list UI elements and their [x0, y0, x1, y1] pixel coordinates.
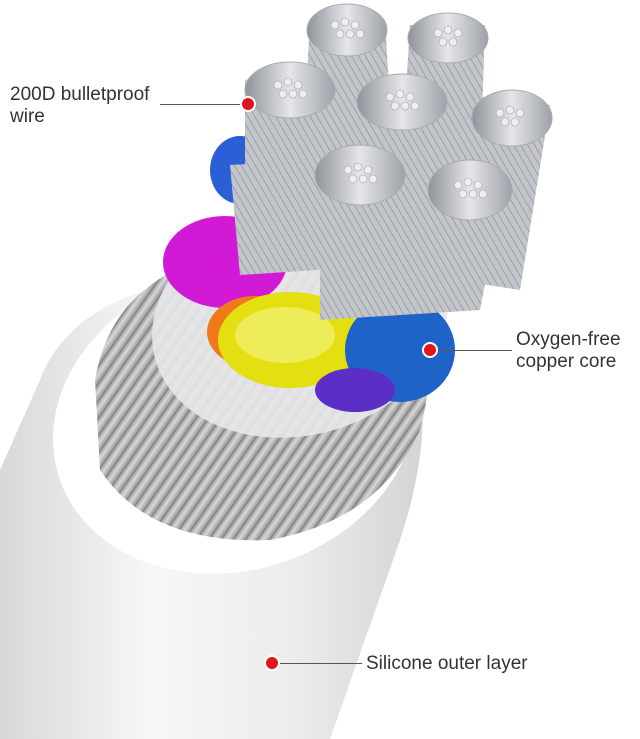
strand-wire-ends: [273, 17, 525, 199]
marker-bulletproof-wire: [240, 96, 256, 112]
purple-insulation: [315, 368, 395, 412]
callout-copper-core-label: Oxygen-free copper core: [516, 329, 621, 372]
leader-line-copper-core: [432, 350, 512, 351]
yellow-insulation-highlight: [235, 307, 335, 363]
callout-bulletproof-wire-label: 200D bulletproof wire: [10, 84, 150, 127]
leader-line-bulletproof-wire: [160, 104, 244, 105]
callout-outer-layer-label: Silicone outer layer: [366, 653, 528, 674]
marker-copper-core: [422, 342, 438, 358]
marker-outer-layer: [264, 655, 280, 671]
leader-line-outer-layer: [278, 663, 362, 664]
strand-end-caps: [244, 3, 553, 221]
